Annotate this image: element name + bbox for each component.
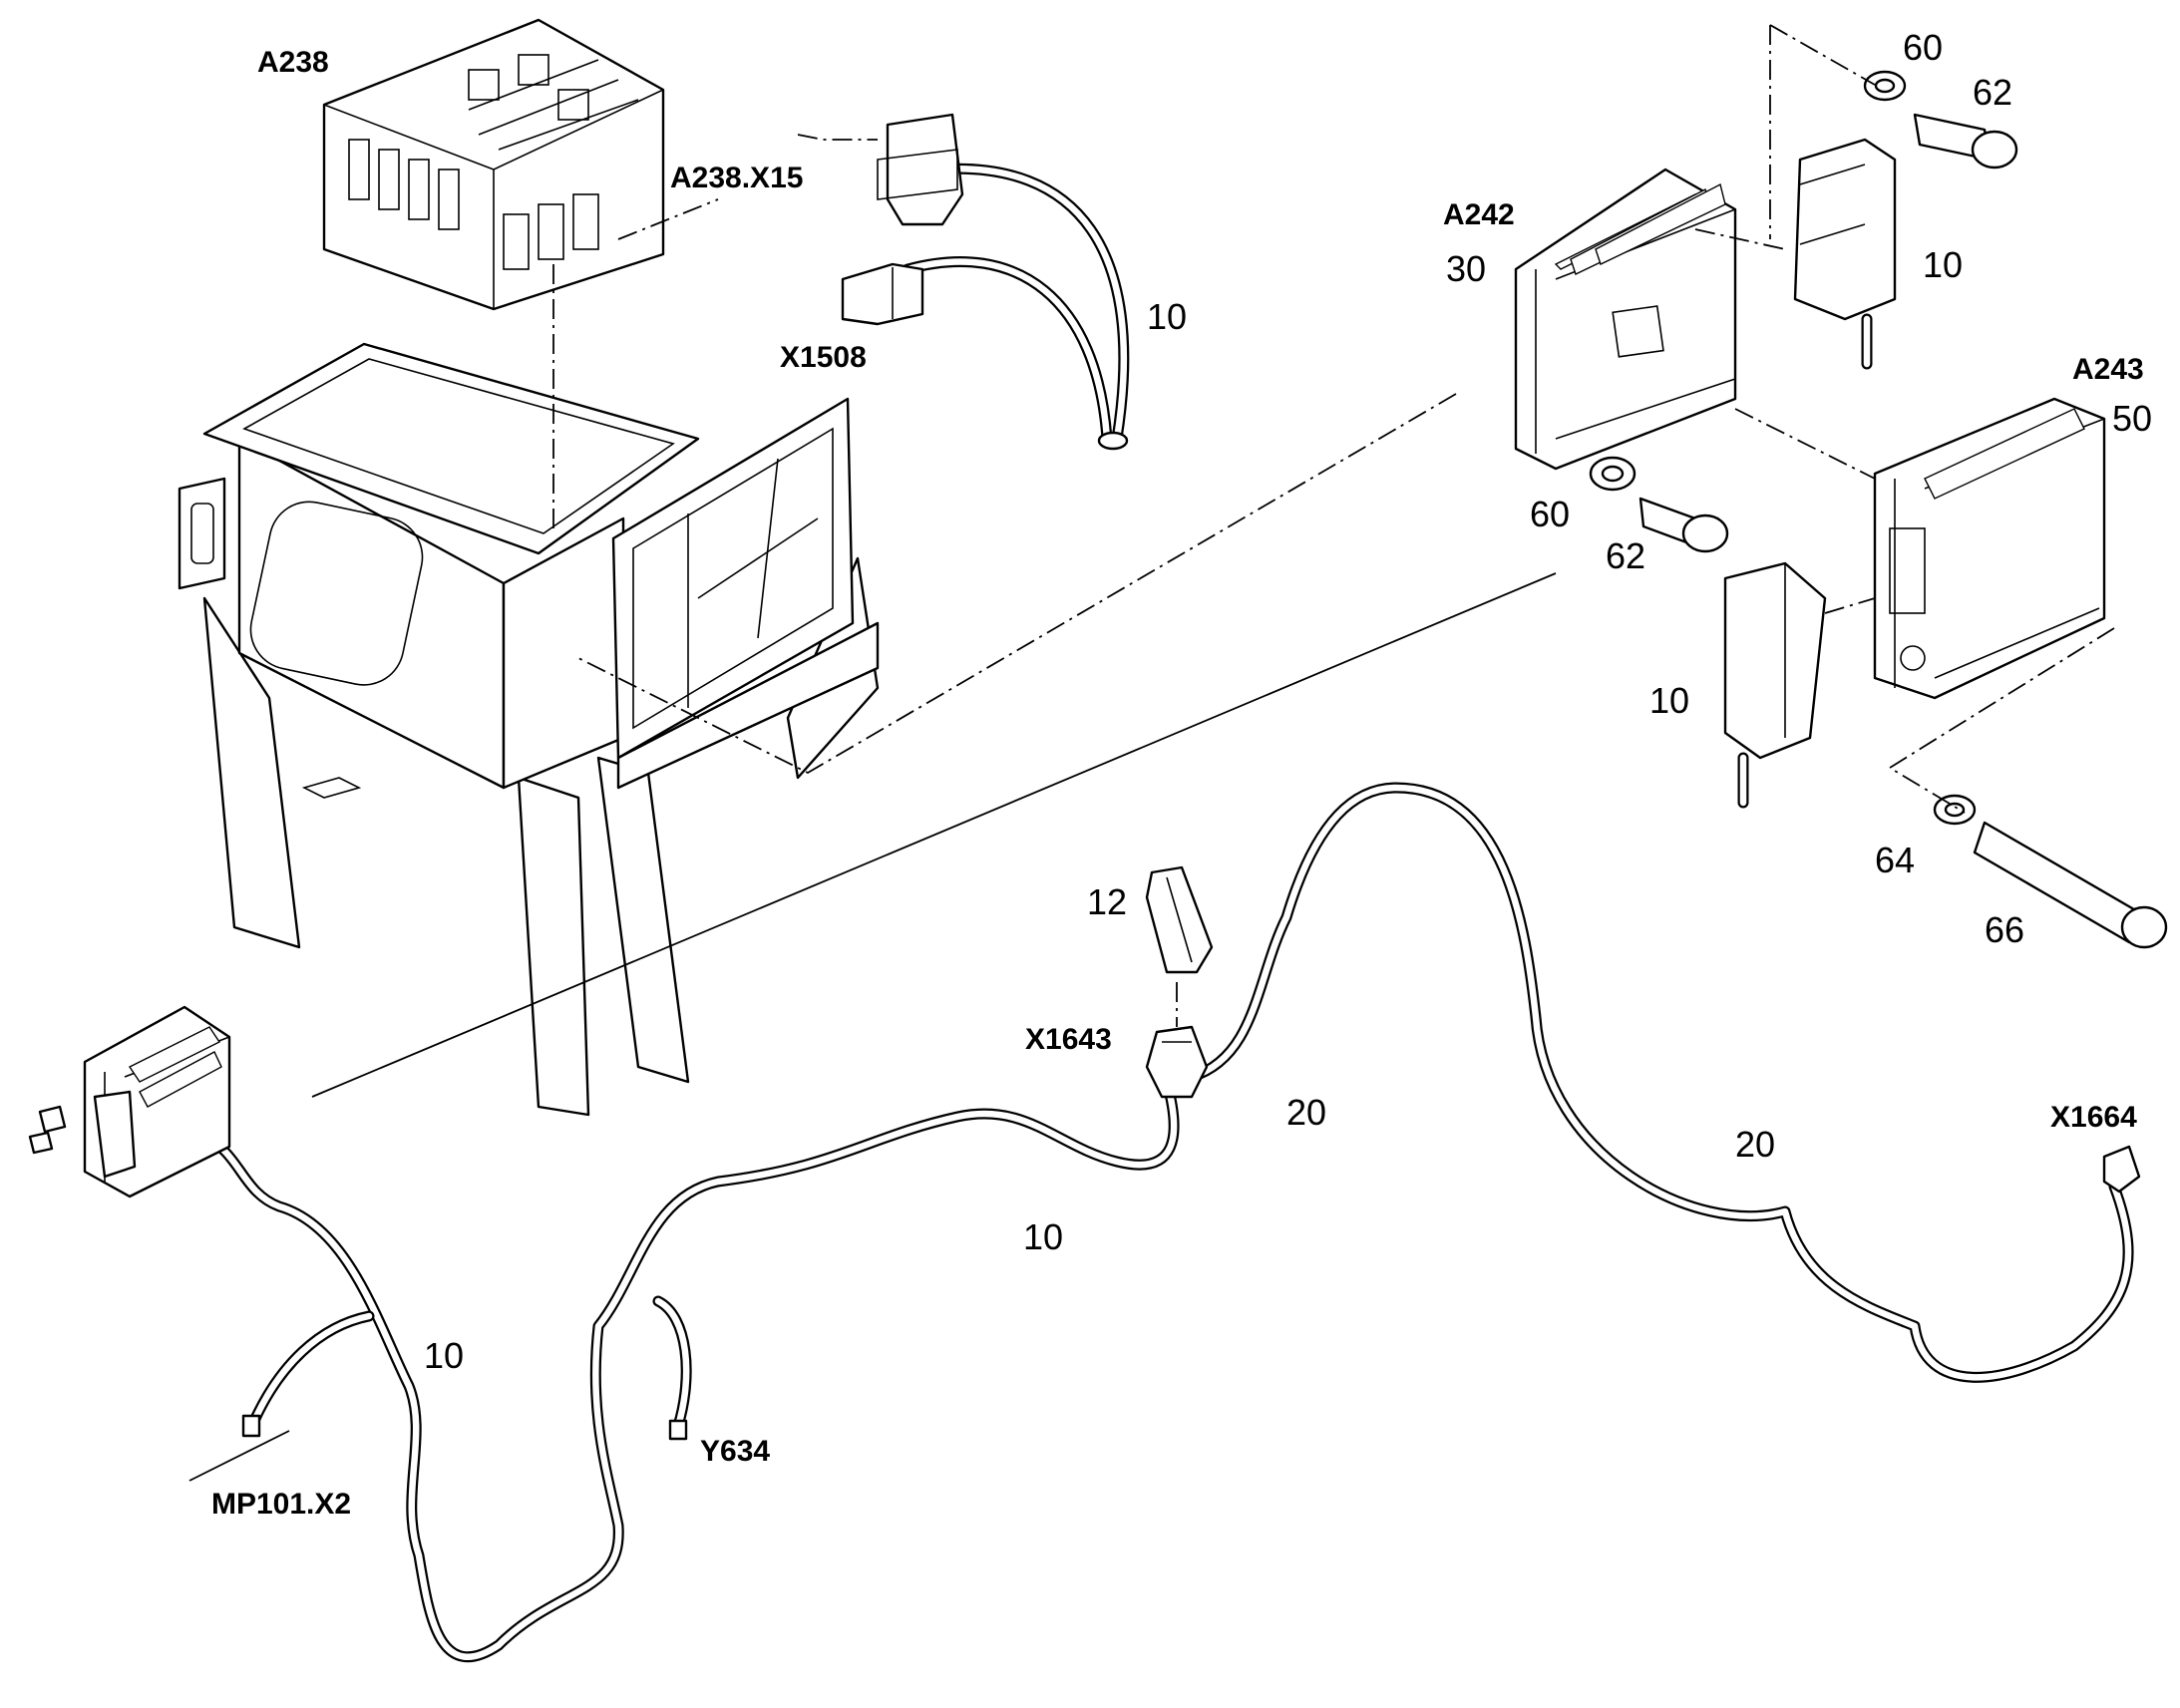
connector-y634 bbox=[668, 1419, 688, 1441]
bolt-62-mid bbox=[1638, 497, 1729, 553]
labels: A238 A238.X15 X1508 A242 A243 X1643 X166… bbox=[211, 27, 2152, 1521]
item-number-10-right-top: 10 bbox=[1923, 244, 1963, 285]
item-number-30: 30 bbox=[1446, 248, 1486, 289]
label-a242: A242 bbox=[1443, 198, 1515, 231]
item-number-10-top: 10 bbox=[1147, 296, 1187, 337]
label-a238-x15: A238.X15 bbox=[670, 162, 803, 194]
item-number-10-center: 10 bbox=[1023, 1216, 1063, 1257]
connector-a243-plug bbox=[1723, 561, 1827, 809]
item-number-60-mid: 60 bbox=[1530, 494, 1570, 534]
item-number-60-top: 60 bbox=[1903, 27, 1943, 68]
washer-60-top bbox=[1863, 70, 1907, 102]
label-x1664: X1664 bbox=[2050, 1101, 2137, 1134]
connector-mp101-x2 bbox=[241, 1414, 261, 1438]
washer-60-mid bbox=[1589, 456, 1636, 492]
harness-20 bbox=[1186, 782, 2134, 1383]
bolt-62-top bbox=[1913, 113, 2018, 170]
harness-10 bbox=[89, 1076, 1180, 1663]
item-number-50: 50 bbox=[2112, 398, 2152, 439]
cabinet-housing bbox=[178, 342, 880, 1117]
a242-fins bbox=[1554, 182, 1726, 275]
washer-64 bbox=[1933, 794, 1977, 826]
center-lines bbox=[552, 24, 2115, 1027]
item-number-20-right: 20 bbox=[1735, 1124, 1775, 1165]
module-a238 bbox=[322, 18, 665, 311]
connector-a242-plug bbox=[1793, 138, 1897, 370]
clip-12 bbox=[1145, 865, 1214, 974]
item-number-62-top: 62 bbox=[1973, 72, 2012, 113]
item-number-10-mid: 10 bbox=[1649, 680, 1689, 721]
assembled-module-detail bbox=[28, 1005, 231, 1198]
module-a243 bbox=[1873, 397, 2106, 700]
connector-cable-a238-x15 bbox=[841, 113, 1130, 451]
label-a243: A243 bbox=[2072, 353, 2144, 386]
connector-x1664 bbox=[2102, 1145, 2141, 1194]
item-number-20-upper: 20 bbox=[1286, 1092, 1326, 1133]
label-x1508: X1508 bbox=[780, 341, 867, 374]
item-number-12: 12 bbox=[1087, 881, 1127, 922]
label-y634: Y634 bbox=[700, 1435, 770, 1468]
bolt-66 bbox=[1973, 821, 2168, 949]
leader-lines bbox=[188, 572, 1557, 1482]
label-x1643: X1643 bbox=[1025, 1023, 1112, 1056]
connector-x1643 bbox=[1145, 1025, 1209, 1099]
item-number-62-mid: 62 bbox=[1606, 535, 1645, 576]
item-number-64: 64 bbox=[1875, 840, 1915, 880]
item-number-66: 66 bbox=[1985, 909, 2024, 950]
label-mp101-x2: MP101.X2 bbox=[211, 1488, 351, 1521]
item-number-10-left: 10 bbox=[424, 1335, 464, 1376]
label-a238: A238 bbox=[257, 46, 329, 79]
module-a242 bbox=[1514, 168, 1737, 471]
